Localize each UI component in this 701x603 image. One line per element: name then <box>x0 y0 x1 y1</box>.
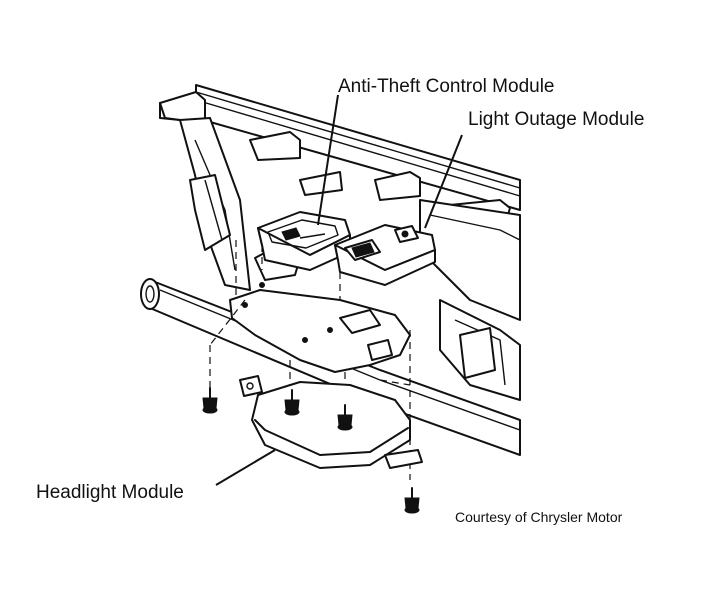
screw-4 <box>404 487 420 514</box>
label-light-outage-module: Light Outage Module <box>468 109 644 130</box>
screw-3 <box>337 404 353 431</box>
label-anti-theft-module: Anti-Theft Control Module <box>338 76 555 97</box>
left-support-strut <box>179 117 251 291</box>
anti-theft-module <box>257 211 351 271</box>
credit-line: Courtesy of Chrysler Motor <box>455 509 623 525</box>
leader-lines <box>215 94 463 486</box>
right-structure <box>419 199 521 401</box>
screws <box>202 387 420 514</box>
light-outage-module <box>334 224 436 286</box>
screw-2 <box>284 389 300 416</box>
label-headlight-module: Headlight Module <box>36 482 184 503</box>
screw-1 <box>202 387 218 414</box>
